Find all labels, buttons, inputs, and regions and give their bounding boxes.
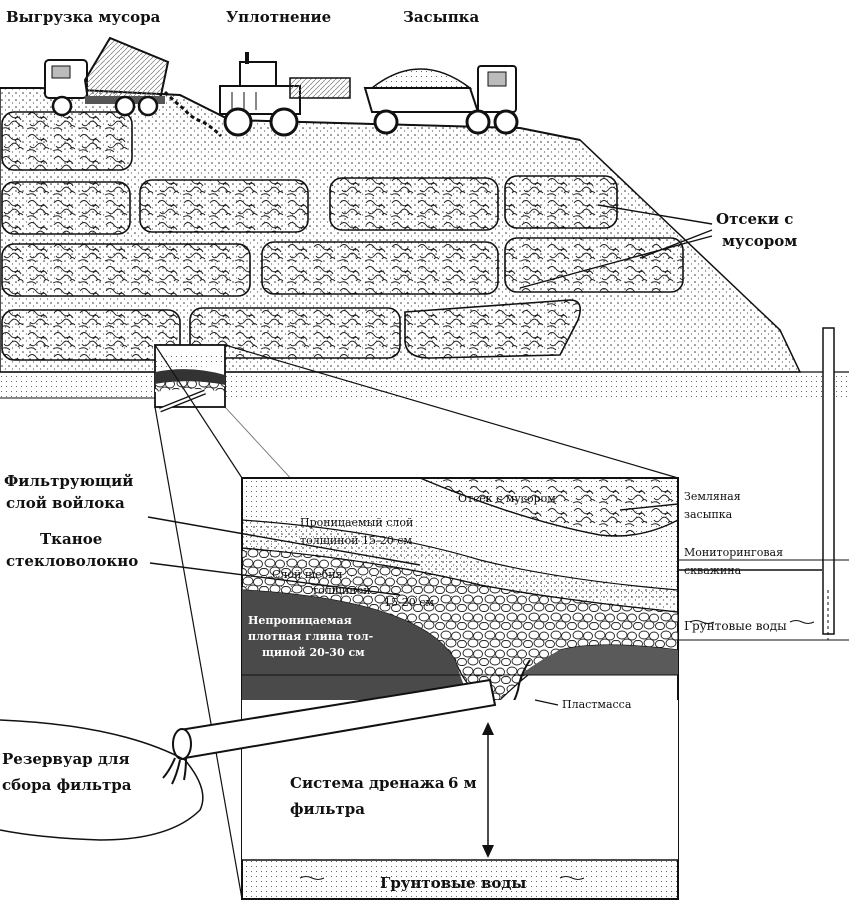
- label-cells-line2: мусором: [722, 232, 797, 250]
- label-cells-line1: Отсеки с: [716, 210, 793, 228]
- label-clay-line3: щиной 20-30 см: [262, 646, 365, 659]
- dump-truck: [44, 36, 223, 138]
- label-groundwater-right: Грунтовые воды: [684, 619, 787, 633]
- left-label-pointers: [147, 503, 822, 706]
- label-soil-line1: Земляная: [684, 490, 741, 503]
- label-permeable-line2: толщиной 15-20 см: [300, 534, 412, 547]
- label-plastic: Пластмасса: [562, 698, 632, 711]
- monitoring-well: [822, 327, 835, 640]
- depth-arrow: [482, 722, 494, 858]
- label-cell-inner: Отсек с мусором: [458, 492, 556, 505]
- label-clay-line2: плотная глина тол-: [248, 630, 373, 643]
- reservoir: [0, 719, 204, 841]
- label-compaction: Уплотнение: [226, 8, 331, 26]
- label-covering: Засыпка: [403, 8, 480, 26]
- label-dumping: Выгрузка мусора: [6, 8, 161, 26]
- label-well-line2: скважина: [684, 564, 742, 577]
- label-reservoir-line1: Резервуар для: [2, 750, 130, 768]
- label-drain-line2: фильтра: [290, 800, 365, 818]
- label-felt-line2: слой войлока: [6, 494, 125, 512]
- cover-truck: [363, 65, 519, 135]
- label-depth: 6 м: [448, 774, 477, 792]
- cross-section-inset: [241, 477, 679, 900]
- cells-pointers: [519, 204, 713, 289]
- label-gravel-line3: 15-20 см: [384, 596, 434, 609]
- drain-pipe: [162, 678, 497, 785]
- label-gravel-line2: толщиной: [312, 584, 371, 597]
- label-reservoir-line2: сбора фильтра: [2, 776, 132, 794]
- groundwater-right: [678, 559, 849, 641]
- label-gravel-line1: Слой щебня: [272, 568, 343, 581]
- label-felt-line1: Фильтрующий: [4, 472, 133, 490]
- label-well-line1: Мониторинговая: [684, 546, 783, 559]
- label-fiberglass-line1: Тканое: [40, 530, 102, 548]
- inset-source-window: [154, 344, 226, 413]
- compactor-tractor: [219, 52, 351, 137]
- label-clay-line1: Непроницаемая: [248, 614, 352, 627]
- waste-cells: [1, 111, 684, 361]
- label-soil-line2: засыпка: [684, 508, 733, 521]
- ground-surface: [0, 372, 849, 399]
- label-fiberglass-line2: стекловолокно: [6, 552, 138, 570]
- label-groundwater-bottom: Грунтовые воды: [380, 874, 526, 892]
- label-drain-line1: Система дренажа: [290, 774, 445, 792]
- label-permeable-line1: Проницаемый слой: [300, 516, 413, 529]
